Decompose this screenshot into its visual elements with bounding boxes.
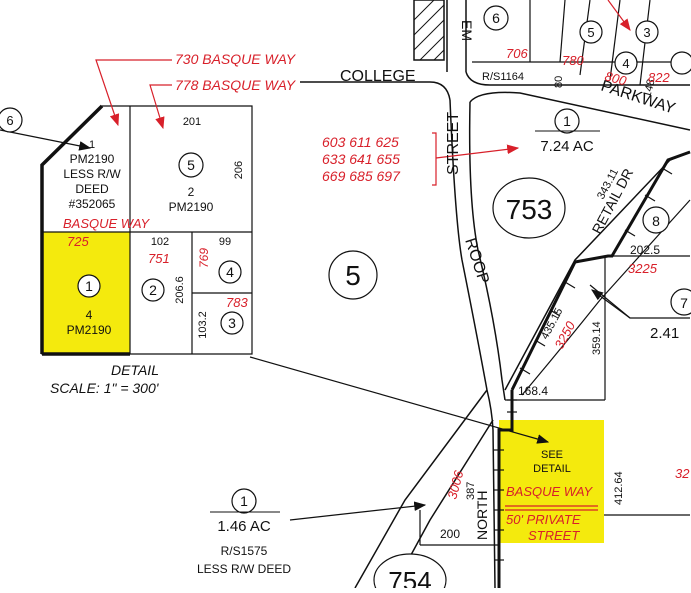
addr-706: 706: [506, 46, 528, 61]
circle-num-5-detail: 5: [187, 157, 195, 173]
dim-387: 387: [465, 482, 477, 500]
detail-p5-line2: PM2190: [169, 200, 214, 214]
yellow-p-line2: PM2190: [67, 323, 112, 337]
detail-p1-line2: PM2190: [70, 152, 115, 166]
see-detail-1: SEE: [541, 449, 563, 461]
addr-3225: 3225: [628, 261, 658, 276]
circle-num-3-detail: 3: [228, 315, 236, 331]
addr-751: 751: [148, 251, 170, 266]
black-labels: 6 1 PM2190 LESS R/W DEED #352065 201 206…: [6, 10, 688, 593]
dim-168-4: 168.4: [518, 384, 548, 398]
street-label-street: STREET: [445, 112, 462, 175]
area-2-41: 2.41: [650, 325, 679, 342]
dim-rs1164: R/S1164: [482, 71, 524, 83]
detail-p1-line1: 1: [89, 139, 95, 151]
detail-p1-line4: DEED: [75, 182, 109, 196]
book-754: 754: [388, 566, 431, 588]
addr-list-row1: 603 611 625: [322, 134, 399, 150]
dim-99: 99: [219, 236, 231, 248]
circle-num-6-left: 6: [6, 113, 13, 128]
circle-num-4-top: 4: [622, 56, 629, 71]
addr-780: 780: [562, 53, 584, 68]
addr-783: 783: [226, 295, 248, 310]
detail-inset: [0, 104, 253, 356]
bottom-less-rw: LESS R/W DEED: [197, 562, 291, 576]
area-7-24: 7.24 AC: [540, 138, 594, 155]
addr-list-row2: 633 641 655: [322, 151, 400, 167]
dim-148: 148: [641, 78, 657, 99]
bottom-rs1575: R/S1575: [221, 544, 268, 558]
area-1-46: 1.46 AC: [217, 518, 271, 535]
circle-num-1-main: 1: [563, 113, 571, 129]
dim-202-5: 202.5: [630, 243, 660, 257]
dim-359-14: 359.14: [591, 321, 603, 355]
addr-822: 822: [648, 70, 670, 85]
circle-num-6-top: 6: [492, 10, 500, 26]
addr-list-row3: 669 685 697: [322, 168, 401, 184]
dim-201: 201: [183, 116, 201, 128]
addr-32-edge: 32: [675, 466, 690, 481]
site-basque-way: BASQUE WAY: [506, 484, 594, 499]
circle-num-1-bottom: 1: [240, 493, 248, 509]
private-street-1: 50' PRIVATE: [506, 512, 581, 527]
detail-p1-line3: LESS R/W: [63, 167, 121, 181]
boundary-ticks: [494, 167, 673, 561]
circle-num-5-top: 5: [587, 25, 594, 40]
red-labels: 730 BASQUE WAY 778 BASQUE WAY BASQUE WAY…: [63, 46, 690, 543]
addr-800: 800: [603, 68, 629, 88]
dim-80: 80: [553, 76, 565, 88]
addr-769: 769: [197, 248, 211, 268]
hatch: [413, 0, 445, 61]
detail-basque-way: BASQUE WAY: [63, 216, 151, 231]
detail-title: DETAIL: [111, 362, 159, 378]
circle-num-7: 7: [680, 295, 688, 311]
black-leaders: [249, 289, 631, 521]
detail-p1-line5: #352065: [69, 197, 116, 211]
dim-412-64: 412.64: [613, 471, 625, 505]
circle-num-1-yellow: 1: [85, 278, 93, 294]
dim-102: 102: [151, 236, 169, 248]
parcel-circles: [0, 5, 691, 593]
addr-3006: 3006: [444, 468, 466, 501]
red-leaders: [95, 0, 631, 511]
circle-num-8: 8: [652, 213, 660, 229]
dim-206-6: 206.6: [174, 276, 186, 304]
dim-103-2: 103.2: [197, 311, 209, 339]
addr-778-basque: 778 BASQUE WAY: [175, 77, 297, 93]
detail-scale: SCALE: 1" = 300': [50, 380, 160, 396]
street-north: NORTH: [474, 490, 490, 540]
book-753: 753: [506, 194, 553, 225]
street-em: EM: [459, 20, 475, 41]
big-parcel-5: 5: [345, 260, 361, 291]
addr-730-basque: 730 BASQUE WAY: [175, 51, 297, 67]
dim-206: 206: [233, 161, 245, 179]
circle-num-3-top: 3: [643, 25, 650, 40]
circle-num-4-detail: 4: [226, 264, 234, 280]
street-college: COLLEGE: [340, 68, 416, 85]
dim-200: 200: [440, 527, 460, 541]
circle-num-2-detail: 2: [149, 282, 157, 298]
see-detail-2: DETAIL: [533, 463, 571, 475]
private-street-2: STREET: [528, 528, 580, 543]
yellow-p-line1: 4: [86, 308, 93, 322]
site-yellow-parcel[interactable]: [499, 420, 604, 543]
detail-p5-line1: 2: [188, 185, 195, 199]
addr-725: 725: [67, 234, 89, 249]
